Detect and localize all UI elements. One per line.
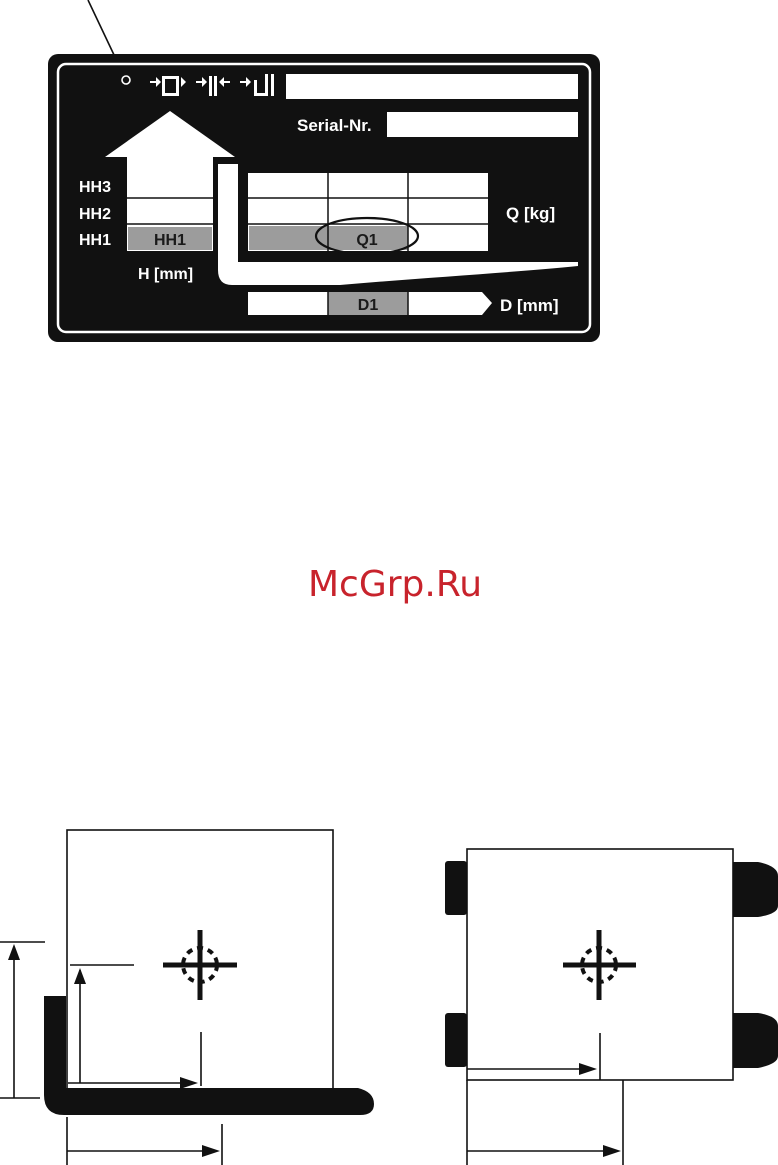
capacity-plate: Serial-Nr. HH1 HH3 HH2 HH1 H [mm] Q1	[48, 54, 600, 342]
height-row-label-hh2: HH2	[79, 206, 111, 223]
capacity-unit-label: Q [kg]	[506, 204, 555, 223]
height-unit-label: H [mm]	[138, 266, 193, 283]
clamp-pad-bottom-right	[733, 1013, 778, 1068]
capacity-q1-value: Q1	[356, 232, 377, 249]
height-hh1-value: HH1	[154, 232, 186, 249]
clamp-pad-bottom-left	[445, 1013, 467, 1067]
height-arrowhead	[8, 944, 20, 960]
serial-number-field	[387, 112, 578, 137]
attachment-field	[286, 74, 578, 99]
clamp-bottom-dimension-arrowhead	[603, 1145, 621, 1157]
capacity-table: Q1	[248, 173, 488, 254]
height-table: HH1	[127, 172, 213, 251]
clamp-pad-top-left	[445, 861, 467, 915]
height-row-label-hh3: HH3	[79, 179, 111, 196]
clamp-pad-top-right	[733, 862, 778, 917]
clamp-load-diagram	[445, 849, 778, 1165]
distance-unit-label: D [mm]	[500, 296, 559, 315]
fork-load-diagram	[0, 830, 374, 1165]
bottom-dimension-arrowhead	[202, 1145, 220, 1157]
distance-d1-value: D1	[358, 297, 379, 314]
distance-bar: D1	[248, 292, 492, 315]
height-row-label-hh1: HH1	[79, 232, 111, 249]
watermark-text: McGrp.Ru	[308, 564, 482, 605]
serial-label: Serial-Nr.	[297, 116, 372, 135]
